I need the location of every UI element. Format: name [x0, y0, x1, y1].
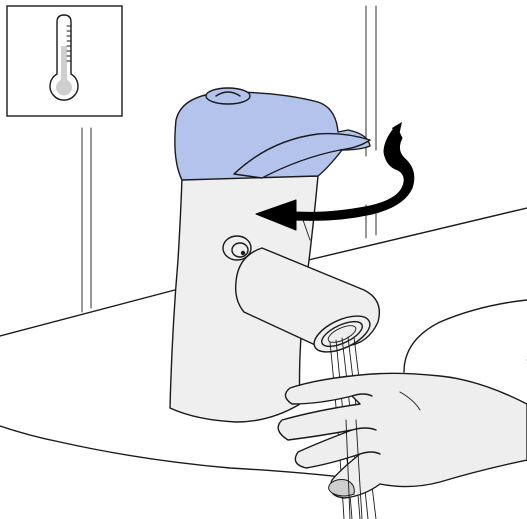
hand [278, 373, 527, 498]
thermometer-panel [7, 6, 122, 116]
faucet-handle [175, 88, 370, 180]
